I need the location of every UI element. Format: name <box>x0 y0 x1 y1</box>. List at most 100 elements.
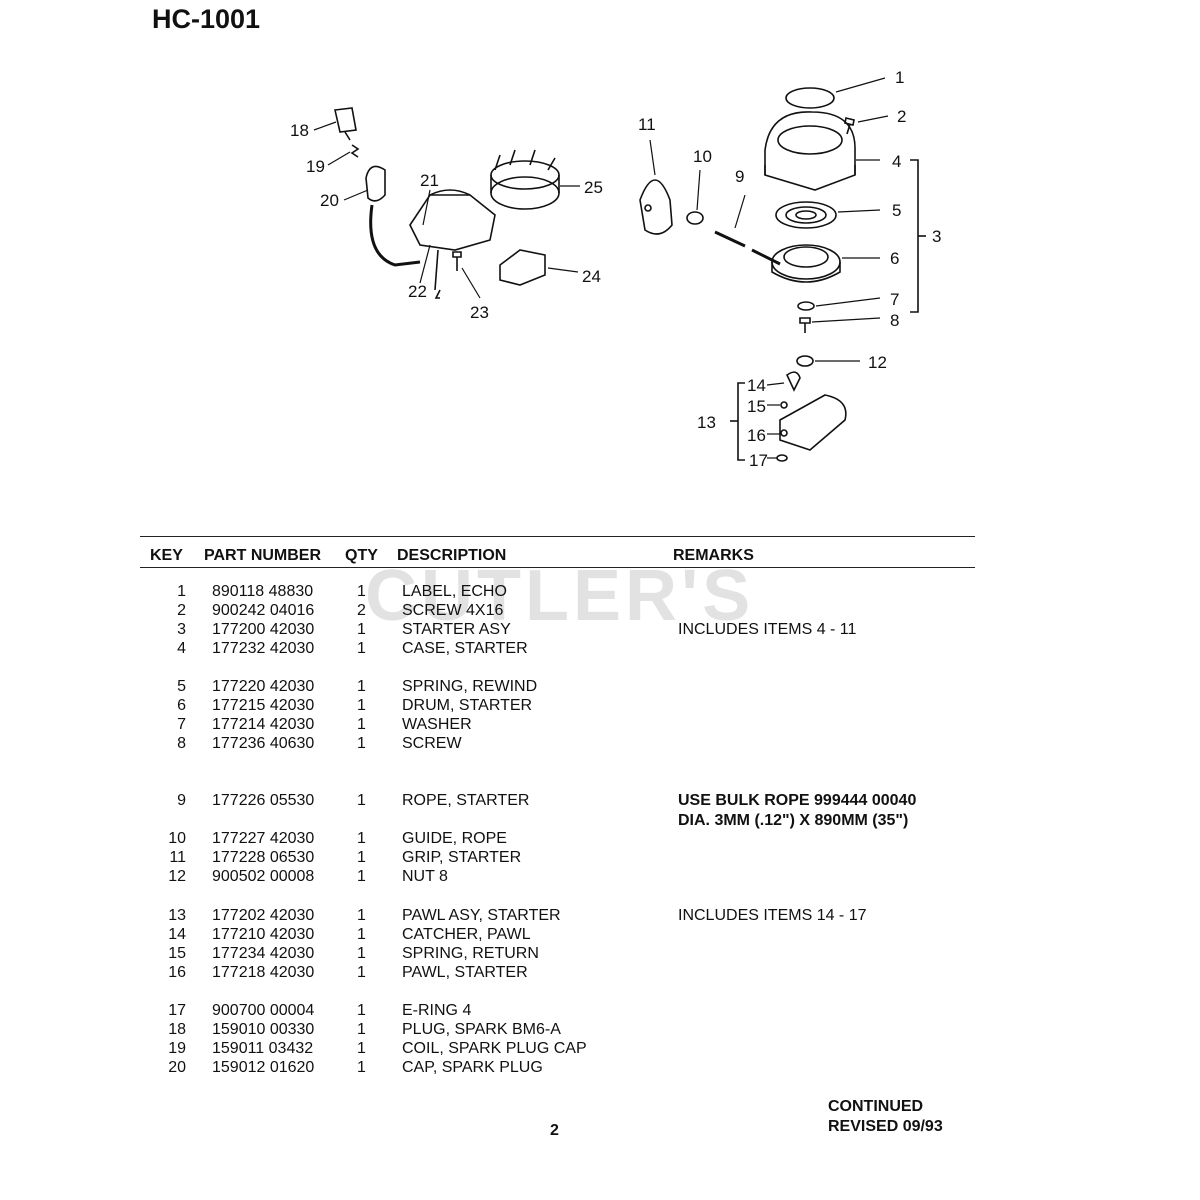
row-qty: 1 <box>357 640 366 657</box>
row-key: 5 <box>177 678 186 695</box>
callout-9: 9 <box>735 167 744 186</box>
header-remarks: REMARKS <box>673 547 754 564</box>
row-description: LABEL, ECHO <box>402 583 507 600</box>
row-key: 3 <box>177 621 186 638</box>
row-key: 14 <box>168 926 186 943</box>
callout-18: 18 <box>290 121 309 140</box>
row-part-number: 177202 42030 <box>212 907 315 924</box>
coil-screw-part <box>452 251 462 271</box>
callout-5: 5 <box>892 201 901 220</box>
header-key: KEY <box>150 547 183 564</box>
row-part-number: 177236 40630 <box>212 735 315 752</box>
nut-part <box>796 355 814 367</box>
callout-14: 14 <box>747 376 766 395</box>
row-description: CATCHER, PAWL <box>402 926 531 943</box>
spark-plug-cap-part <box>365 165 386 202</box>
row-key: 13 <box>168 907 186 924</box>
row-part-number: 900502 00008 <box>212 868 315 885</box>
callout-24: 24 <box>582 267 601 286</box>
header-qty: QTY <box>345 547 378 564</box>
row-key: 6 <box>177 697 186 714</box>
row-key: 12 <box>168 868 186 885</box>
exploded-parts-diagram: 1 2 3 4 5 6 7 8 9 10 11 12 13 14 15 16 1… <box>290 68 941 470</box>
row-qty: 1 <box>357 583 366 600</box>
row-part-number: 177232 42030 <box>212 640 315 657</box>
bracket-starter-assembly <box>910 159 919 313</box>
callout-10: 10 <box>693 147 712 166</box>
row-part-number: 177210 42030 <box>212 926 315 943</box>
row-part-number: 177227 42030 <box>212 830 315 847</box>
rope-guide-part <box>686 211 704 225</box>
bracket-pawl-assembly <box>737 382 745 461</box>
row-part-number: 177215 42030 <box>212 697 315 714</box>
table-row: 6 177215 42030 1 DRUM, STARTER <box>0 697 1200 716</box>
callout-15: 15 <box>747 397 766 416</box>
row-part-number: 177220 42030 <box>212 678 315 695</box>
watermark: CUTLER'S <box>365 556 755 636</box>
row-description: SPRING, RETURN <box>402 945 539 962</box>
washer-part <box>797 301 815 311</box>
row-description: E-RING 4 <box>402 1002 472 1019</box>
row-qty: 1 <box>357 1040 366 1057</box>
plug-cap-coil-part <box>350 144 360 158</box>
row-key: 8 <box>177 735 186 752</box>
row-key: 7 <box>177 716 186 733</box>
callout-12: 12 <box>868 353 887 372</box>
callout-8: 8 <box>890 311 899 330</box>
row-qty: 1 <box>357 678 366 695</box>
row-qty: 1 <box>357 716 366 733</box>
row-description: GRIP, STARTER <box>402 849 522 866</box>
label-ring-part <box>785 87 835 109</box>
row-part-number: 177200 42030 <box>212 621 315 638</box>
row-part-number: 900242 04016 <box>212 602 315 619</box>
row-description: PAWL, STARTER <box>402 964 528 981</box>
row-qty: 1 <box>357 735 366 752</box>
callout-17: 17 <box>749 451 768 470</box>
row-key: 1 <box>177 583 186 600</box>
row-description: DRUM, STARTER <box>402 697 533 714</box>
grip-part <box>639 179 673 235</box>
page-number: 2 <box>550 1122 559 1139</box>
starter-drum-part <box>771 244 841 280</box>
callout-3: 3 <box>932 227 941 246</box>
table-header-rule <box>140 567 975 568</box>
row-qty: 1 <box>357 792 366 809</box>
continued-label: CONTINUED <box>828 1098 924 1115</box>
page-title: HC-1001 <box>152 4 261 34</box>
callout-25: 25 <box>584 178 603 197</box>
row-qty: 1 <box>357 868 366 885</box>
ignition-coil-part <box>409 194 496 251</box>
callout-16: 16 <box>747 426 766 445</box>
row-key: 17 <box>168 1002 186 1019</box>
row-description: CASE, STARTER <box>402 640 528 657</box>
row-qty: 1 <box>357 849 366 866</box>
row-description: COIL, SPARK PLUG CAP <box>402 1040 587 1057</box>
row-part-number: 159011 03432 <box>212 1040 314 1057</box>
row-key: 10 <box>168 830 186 847</box>
row-key: 2 <box>177 602 186 619</box>
callout-22: 22 <box>408 282 427 301</box>
callout-1: 1 <box>895 68 904 87</box>
drum-screw-part <box>799 317 811 333</box>
callout-6: 6 <box>890 249 899 268</box>
row-qty: 1 <box>357 697 366 714</box>
row-key: 11 <box>169 849 186 866</box>
row-qty: 1 <box>357 907 366 924</box>
row-part-number: 890118 48830 <box>212 583 314 600</box>
row-qty: 1 <box>357 621 366 638</box>
callout-11: 11 <box>638 115 656 134</box>
starter-case-part <box>764 111 856 191</box>
callout-4: 4 <box>892 152 901 171</box>
row-description: GUIDE, ROPE <box>402 830 507 847</box>
callout-23: 23 <box>470 303 489 322</box>
rewind-spring-part <box>775 201 837 229</box>
